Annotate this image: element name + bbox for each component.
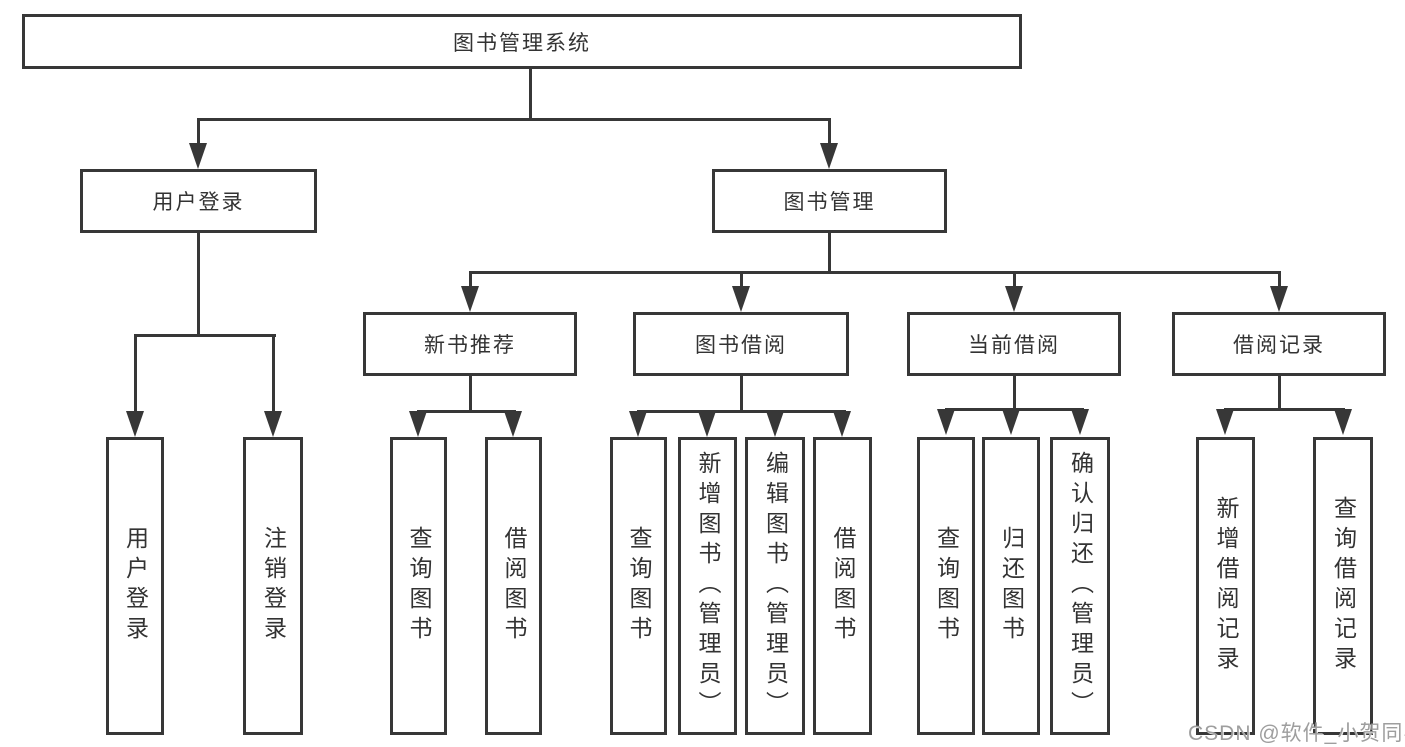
leaf-borrow-edit-books-admin: 编辑图书（管理员）	[745, 437, 805, 735]
connector-bookmgmt-bar	[469, 271, 1281, 274]
connector-drop	[1278, 271, 1281, 288]
node-new-book-recommend: 新书推荐	[363, 312, 577, 376]
csdn-watermark: CSDN @软件_小贺同学	[1188, 722, 1405, 745]
arrow-down-icon	[189, 143, 207, 169]
connector-current-stem	[1013, 376, 1016, 408]
arrow-down-icon	[409, 411, 427, 437]
arrow-down-icon	[1002, 409, 1020, 435]
connector-drop	[469, 271, 472, 288]
connector-bookmgmt-stem	[828, 233, 831, 271]
leaf-records-query-record: 查询借阅记录	[1313, 437, 1373, 735]
arrow-down-icon	[629, 411, 647, 437]
connector-drop	[828, 118, 831, 145]
leaf-newbook-borrow-books: 借阅图书	[485, 437, 542, 735]
connector-borrow-bar	[637, 410, 846, 413]
arrow-down-icon	[264, 411, 282, 437]
node-root: 图书管理系统	[22, 14, 1022, 69]
leaf-borrow-query-books: 查询图书	[610, 437, 667, 735]
connector-newbook-bar	[417, 410, 516, 413]
connector-userlogin-bar	[134, 334, 276, 337]
arrow-down-icon	[504, 411, 522, 437]
leaf-borrow-borrow-books: 借阅图书	[813, 437, 872, 735]
connector-drop	[272, 334, 275, 413]
arrow-down-icon	[461, 286, 479, 312]
connector-borrow-stem	[740, 376, 743, 410]
leaf-current-return-books: 归还图书	[982, 437, 1040, 735]
connector-drop	[197, 118, 200, 145]
node-borrowing-records: 借阅记录	[1172, 312, 1386, 376]
leaf-newbook-query-books: 查询图书	[390, 437, 447, 735]
connector-drop	[1013, 271, 1016, 288]
connector-userlogin-stem	[197, 233, 200, 334]
arrow-down-icon	[698, 411, 716, 437]
leaf-logout: 注销登录	[243, 437, 303, 735]
leaf-borrow-add-books-admin: 新增图书（管理员）	[678, 437, 737, 735]
arrow-down-icon	[1071, 409, 1089, 435]
arrow-down-icon	[833, 411, 851, 437]
node-user-login: 用户登录	[80, 169, 317, 233]
connector-drop	[740, 271, 743, 288]
leaf-current-confirm-return-admin: 确认归还（管理员）	[1050, 437, 1110, 735]
leaf-records-add-record: 新增借阅记录	[1196, 437, 1255, 735]
arrow-down-icon	[937, 409, 955, 435]
connector-records-bar	[1224, 408, 1345, 411]
arrow-down-icon	[1005, 286, 1023, 312]
leaf-user-login: 用户登录	[106, 437, 164, 735]
connector-records-stem	[1278, 376, 1281, 408]
arrow-down-icon	[1216, 409, 1234, 435]
arrow-down-icon	[126, 411, 144, 437]
arrow-down-icon	[820, 143, 838, 169]
connector-root-bar	[197, 118, 831, 121]
leaf-current-query-books: 查询图书	[917, 437, 975, 735]
node-book-borrowing: 图书借阅	[633, 312, 849, 376]
connector-newbook-stem	[469, 376, 472, 410]
connector-drop	[134, 334, 137, 413]
arrow-down-icon	[1334, 409, 1352, 435]
node-book-management: 图书管理	[712, 169, 947, 233]
node-current-borrowing: 当前借阅	[907, 312, 1121, 376]
arrow-down-icon	[766, 411, 784, 437]
arrow-down-icon	[1270, 286, 1288, 312]
arrow-down-icon	[732, 286, 750, 312]
connector-root-stem	[529, 69, 532, 118]
